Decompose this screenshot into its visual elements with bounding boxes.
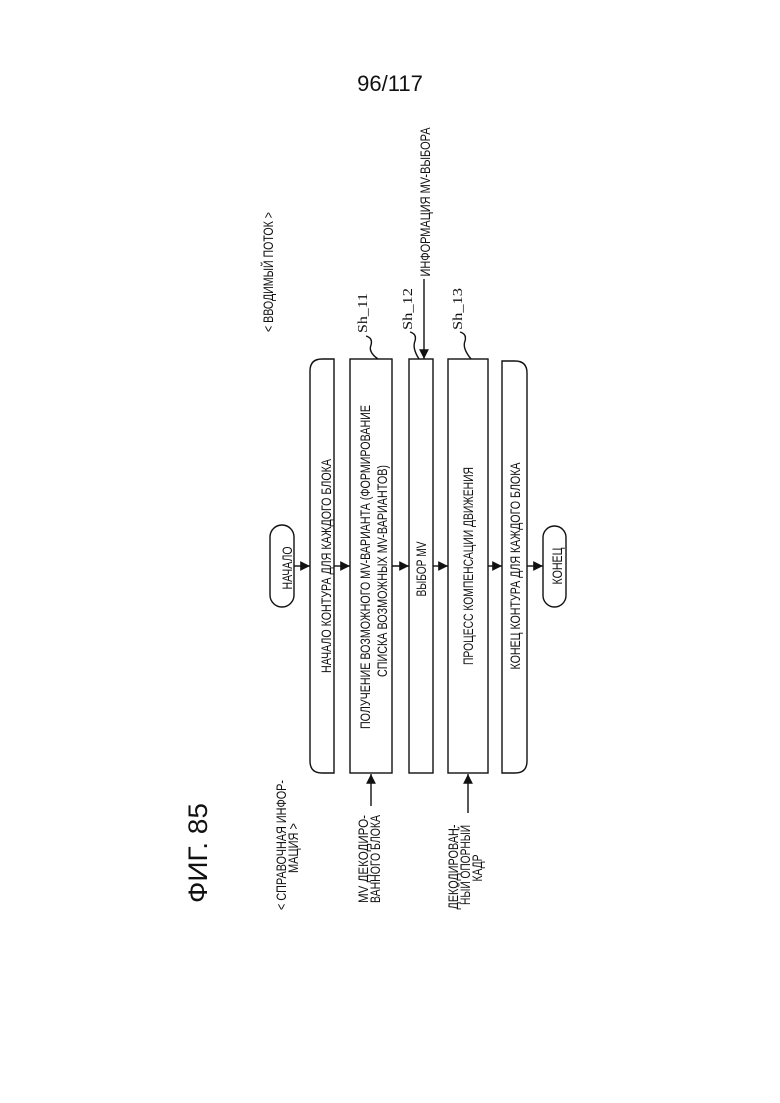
step-sh11-line1: ПОЛУЧЕНИЕ ВОЗМОЖНОГО MV-ВАРИАНТА (ФОРМИР… [357, 405, 373, 729]
loop-start-label: НАЧАЛО КОНТУРА ДЛЯ КАЖДОГО БЛОКА [318, 459, 334, 673]
bitstream-label: < ВВОДИМЫЙ ПОТОК > [259, 212, 276, 332]
leader-sh13 [460, 332, 471, 359]
leader-sh11 [366, 336, 378, 359]
step-sh11-line2: СПИСКА ВОЗМОЖНЫХ MV-ВАРИАНТОВ) [374, 465, 390, 677]
end-label: КОНЕЦ [549, 547, 565, 584]
loop-end-label: КОНЕЦ КОНТУРА ДЛЯ КАЖДОГО БЛОКА [507, 462, 523, 669]
page-number: 96/117 [357, 71, 423, 96]
step-sh13-label: ПРОЦЕСС КОМПЕНСАЦИИ ДВИЖЕНИЯ [460, 467, 476, 665]
figure-label: ФИГ. 85 [183, 803, 213, 903]
decoded-ref-frame-line3: КАДР [469, 855, 485, 882]
mv-selection-info-label: ИНФОРМАЦИЯ MV-ВЫБОРА [417, 127, 433, 277]
step-id-sh11: Sh_11 [356, 293, 371, 333]
reference-info-line2: МАЦИЯ > [285, 823, 301, 873]
step-id-sh12: Sh_12 [401, 288, 416, 330]
step-sh12-label: ВЫБОР MV [413, 541, 429, 596]
start-label: НАЧАЛО [279, 546, 295, 589]
step-id-sh13: Sh_13 [451, 288, 466, 330]
leader-sh12 [410, 332, 419, 359]
decoded-block-mv-line2: ВАННОГО БЛОКА [367, 815, 383, 903]
